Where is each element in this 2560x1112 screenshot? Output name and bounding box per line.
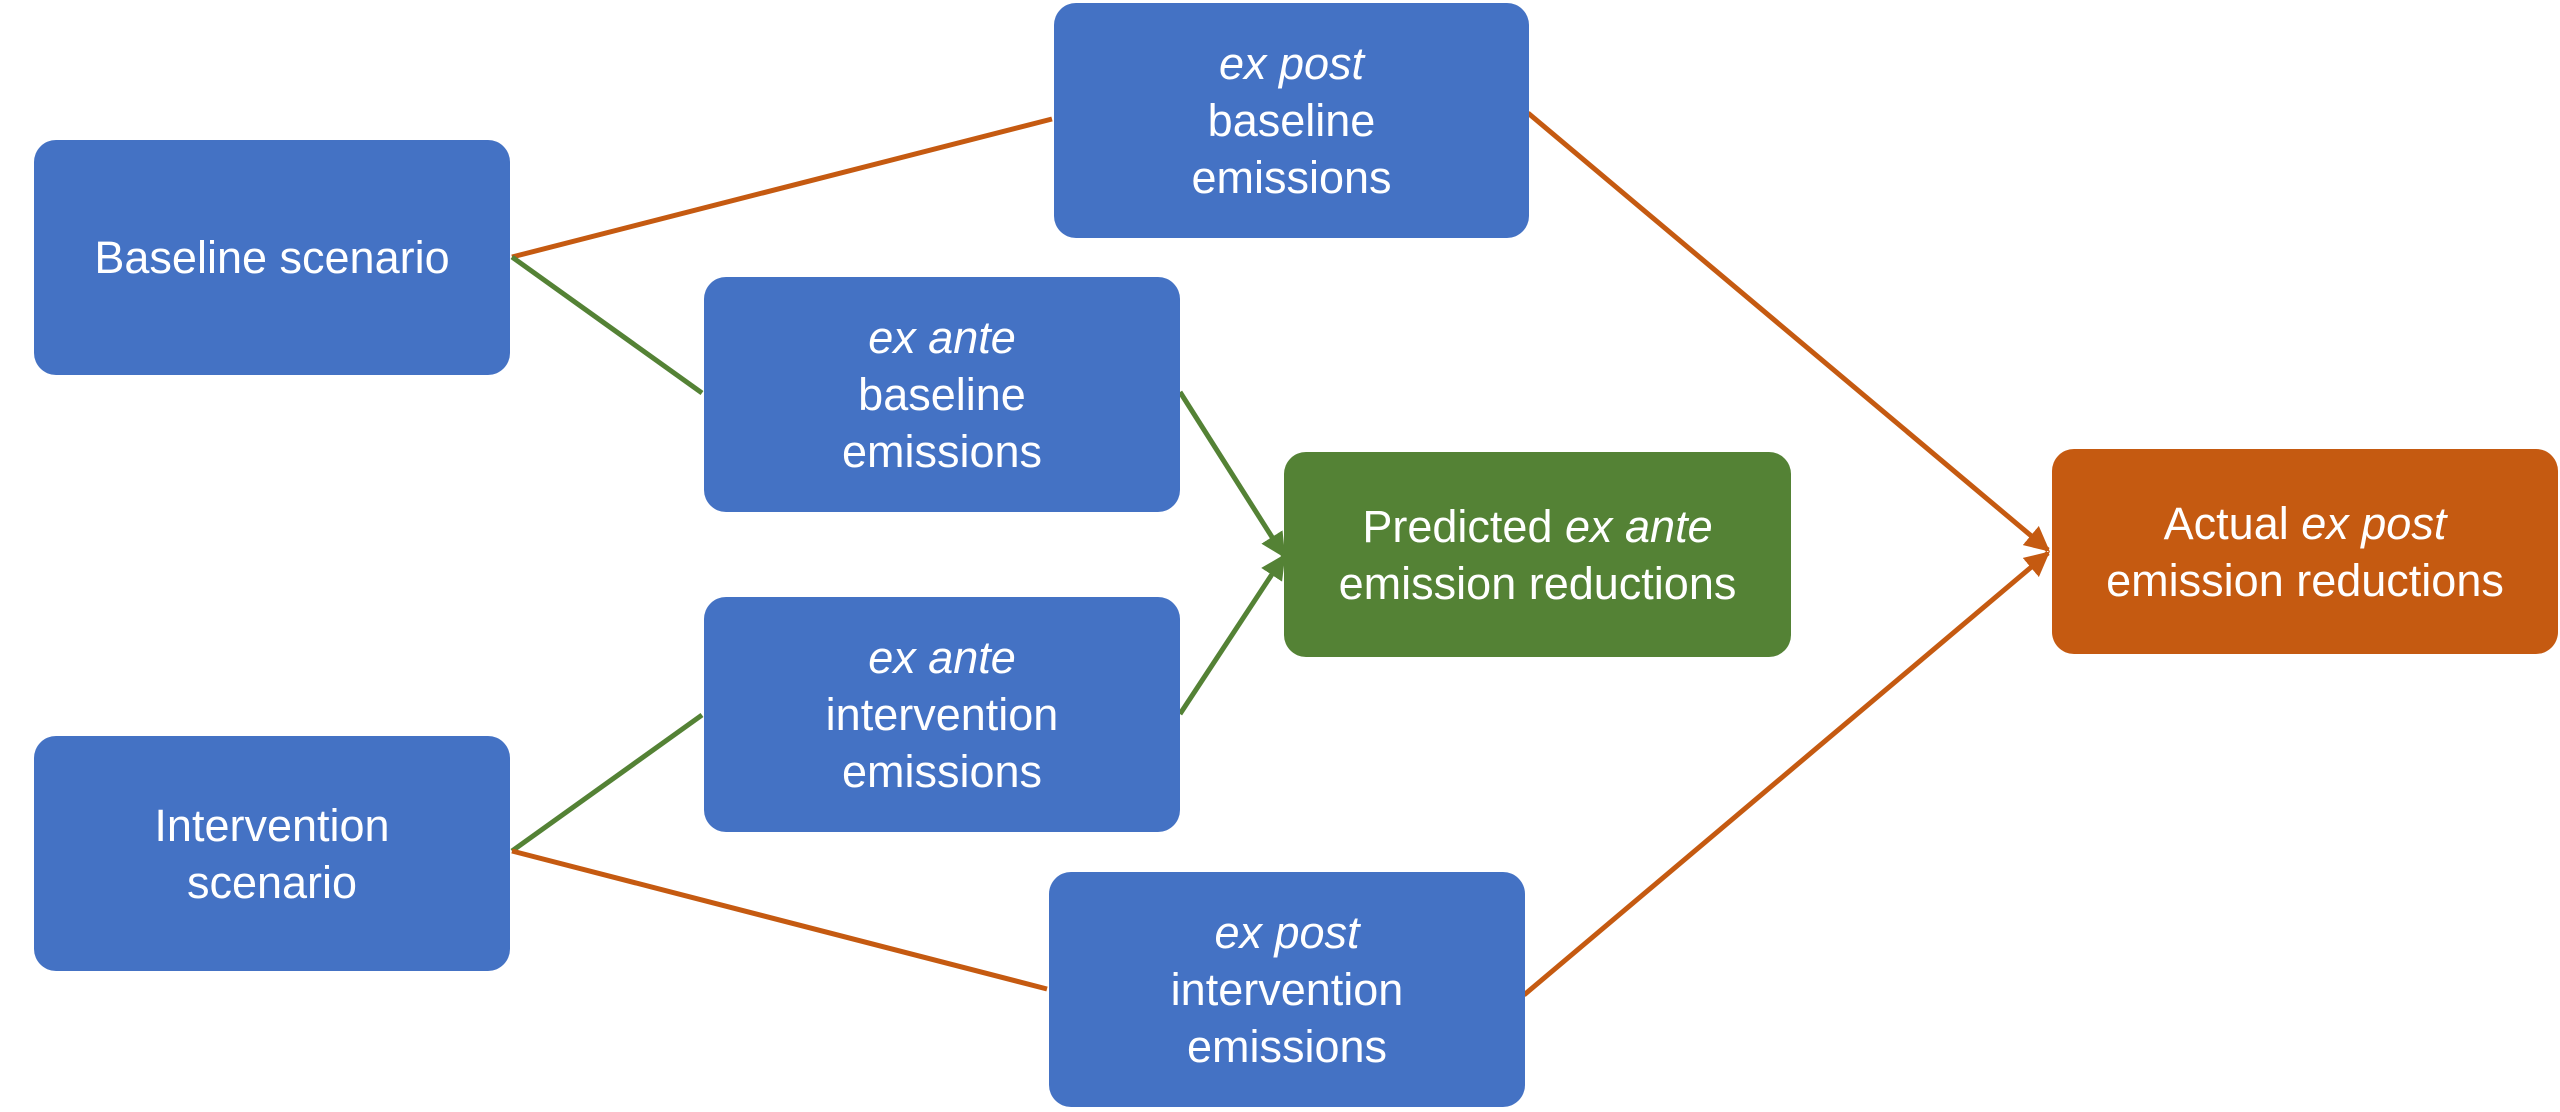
edge-ex-ante-baseline-to-predicted-arrow: [1177, 390, 1287, 559]
edge-intervention-scenario-to-ex-ante-intervention: [510, 712, 704, 854]
node-ex-ante-baseline-emissions: ex ante baseline emissions: [704, 277, 1180, 512]
node-label-line-2: intervention: [825, 689, 1059, 740]
node-label-line-3: emissions: [841, 426, 1043, 477]
node-qualifier: ex post: [2301, 497, 2447, 549]
node-ex-ante-intervention-emissions: ex ante intervention emissions: [704, 597, 1180, 832]
node-label-line-2: baseline: [858, 369, 1026, 420]
node-label-line-2: emission reductions: [1338, 557, 1737, 609]
node-qualifier: ex ante: [1565, 500, 1713, 552]
node-ex-post-baseline-emissions: ex post baseline emissions: [1054, 3, 1529, 238]
node-qualifier: ex ante: [868, 632, 1016, 683]
edge-ex-post-baseline-to-actual-arrow: [1526, 111, 2050, 552]
node-label-line-1: Intervention: [154, 799, 390, 851]
node-label: Baseline scenario: [94, 232, 450, 283]
node-prefix: Predicted: [1362, 500, 1565, 552]
node-label-line-1: Predicted ex ante: [1362, 498, 1712, 555]
node-label-line-3: emissions: [841, 746, 1043, 797]
node-predicted-ex-ante-emission-reductions: Predicted ex ante emission reductions: [1284, 452, 1791, 657]
node-qualifier: ex post: [1218, 38, 1365, 89]
node-ex-post-intervention-emissions: ex post intervention emissions: [1049, 872, 1525, 1107]
node-label-line-2: emission reductions: [2106, 554, 2504, 606]
edge-baseline-scenario-to-ex-post-baseline: [511, 116, 1053, 260]
edge-ex-post-intervention-to-actual-arrow: [1522, 551, 2050, 997]
edge-intervention-scenario-to-ex-post-intervention: [511, 848, 1048, 992]
edge-ex-ante-intervention-to-predicted-arrow: [1177, 553, 1287, 716]
node-label-line-3: emissions: [1191, 152, 1392, 203]
edge-baseline-scenario-to-ex-ante-baseline: [510, 254, 704, 396]
node-qualifier: ex ante: [868, 312, 1016, 363]
node-qualifier: ex post: [1214, 907, 1360, 958]
node-label-line-2: baseline: [1207, 95, 1376, 146]
node-label-line-1: Actual ex post: [2164, 495, 2447, 552]
node-actual-ex-post-emission-reductions: Actual ex post emission reductions: [2052, 449, 2558, 654]
node-label-line-2: intervention: [1170, 964, 1404, 1015]
node-prefix: Actual: [2163, 497, 2302, 549]
node-label-line-2: scenario: [186, 856, 358, 908]
node-baseline-scenario: Baseline scenario: [34, 140, 510, 375]
node-intervention-scenario: Intervention scenario: [34, 736, 510, 971]
node-label-line-3: emissions: [1186, 1021, 1388, 1072]
